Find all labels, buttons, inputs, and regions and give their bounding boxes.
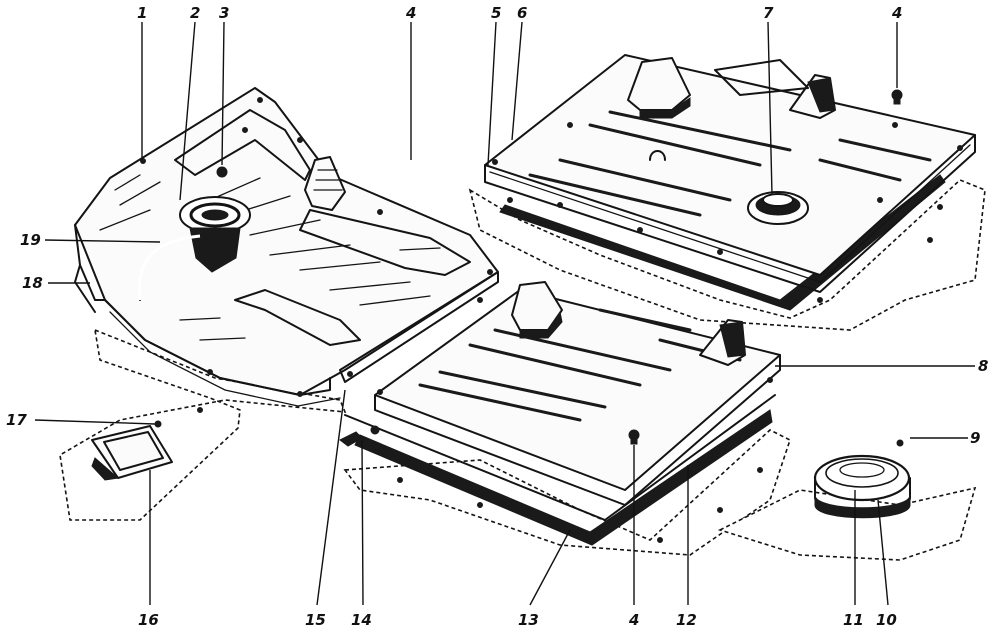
bolt-top-right [891, 89, 903, 105]
callout-13: 13 [518, 611, 539, 629]
callout-1: 1 [137, 4, 147, 22]
callout-4-top-right: 4 [891, 4, 902, 22]
callout-11: 11 [843, 611, 864, 629]
callout-18: 18 [22, 274, 43, 292]
middle-floor-panel [339, 281, 791, 556]
leader-lines [34, 21, 975, 606]
top-right-floor-panel [468, 54, 986, 331]
callout-2: 2 [190, 4, 200, 22]
left-floor-panel [59, 87, 499, 521]
callout-15: 15 [305, 611, 326, 629]
callout-14: 14 [351, 611, 372, 629]
callout-9: 9 [970, 429, 980, 447]
callout-labels: 1 2 3 4 5 6 7 4 8 9 10 11 12 4 13 14 15 … [6, 4, 988, 629]
callout-7: 7 [763, 4, 774, 22]
callout-17: 17 [6, 411, 27, 429]
callout-8: 8 [978, 357, 988, 375]
callout-6: 6 [517, 4, 527, 22]
callout-10: 10 [876, 611, 897, 629]
callout-3: 3 [219, 4, 229, 22]
callout-16: 16 [138, 611, 159, 629]
round-cover-assembly [717, 439, 977, 561]
callout-5: 5 [491, 4, 501, 22]
callout-4-bottom: 4 [628, 611, 639, 629]
callout-4-top-left: 4 [405, 4, 416, 22]
callout-12: 12 [676, 611, 697, 629]
callout-19: 19 [20, 231, 41, 249]
